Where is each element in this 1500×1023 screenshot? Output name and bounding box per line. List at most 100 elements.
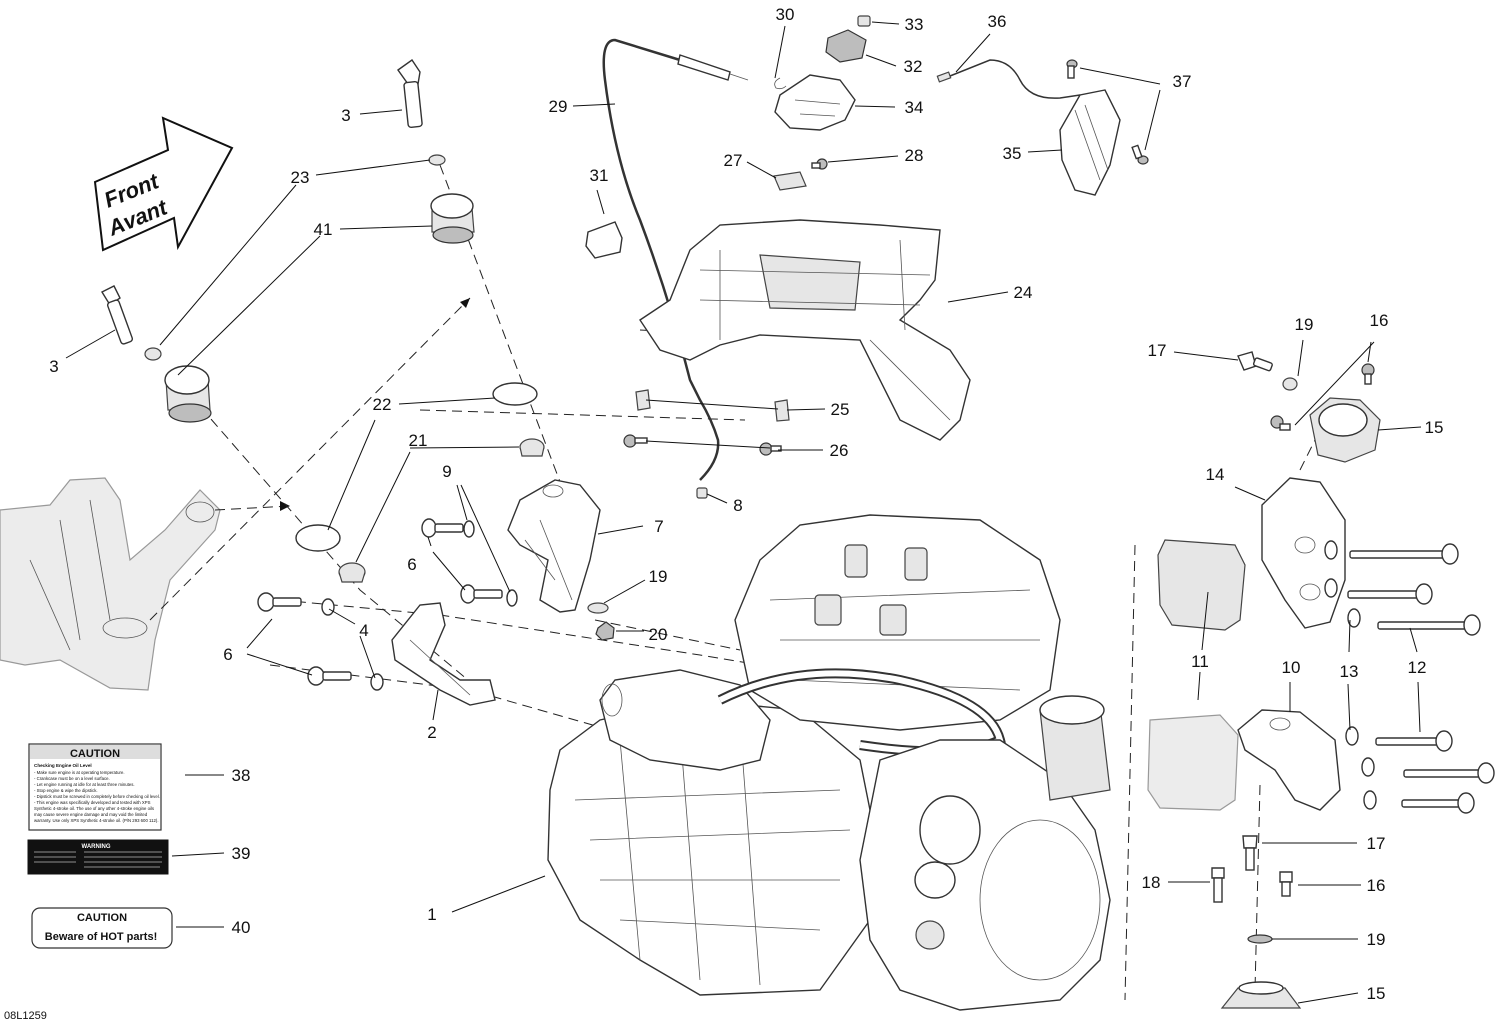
engine-assembly (547, 514, 1111, 1011)
callout-19-middle: 19 (649, 567, 668, 586)
engine-support-bracket (0, 477, 221, 691)
plate-27 (773, 171, 807, 191)
bolt-3-top (397, 59, 423, 129)
bracket-14 (1261, 477, 1346, 629)
sensor-cable-29 (602, 38, 749, 499)
washer-23 (428, 154, 446, 166)
bracket-35 (1059, 89, 1121, 196)
caution-title: CAUTION (70, 748, 120, 760)
caution-heading: Checking Engine Oil Level (34, 763, 92, 768)
caution-line: - Crankcase must be on a level surface. (34, 776, 110, 781)
hot-caution-text: Beware of HOT parts! (45, 931, 157, 943)
callout-8: 8 (733, 496, 742, 515)
callout-12: 12 (1408, 658, 1427, 677)
callout-40: 40 (232, 918, 251, 937)
spacer-21 (519, 438, 545, 457)
callout-13: 13 (1340, 662, 1359, 681)
washer-19 (587, 602, 609, 614)
callout-35: 35 (1003, 144, 1022, 163)
caution-line: - Dipstick must be screwed in completely… (34, 794, 160, 799)
callout-numbers: 1 2 3 3 4 6 6 6 7 8 9 10 11 11 12 12 13 … (49, 5, 1443, 1003)
callout-16-upper: 16 (1370, 311, 1389, 330)
mounting-bracket-7 (507, 479, 601, 613)
callout-9: 9 (442, 462, 451, 481)
callout-21: 21 (409, 431, 428, 450)
callout-7: 7 (654, 517, 663, 536)
callout-15-lower: 15 (1367, 984, 1386, 1003)
bolt-16-lower (1279, 871, 1293, 897)
spacer-block-11-upper (1157, 539, 1246, 631)
callout-1: 1 (427, 905, 436, 924)
callout-16-lower: 16 (1367, 876, 1386, 895)
callout-20: 20 (649, 625, 668, 644)
bolt-6-upper (421, 518, 464, 538)
callout-19-lower: 19 (1367, 930, 1386, 949)
decal-40-hot-parts: CAUTION Beware of HOT parts! (31, 907, 173, 949)
decal-38-caution: CAUTION Checking Engine Oil Level - Make… (28, 743, 162, 831)
bolt-17-lower (1242, 835, 1258, 871)
clip-25-right (774, 399, 790, 422)
drawing-code: 08L1259 (4, 1010, 47, 1022)
nut-26-right (759, 442, 782, 456)
caution-line: may cause severe engine damage and may v… (34, 812, 148, 817)
callout-34: 34 (905, 98, 924, 117)
caution-line: - This engine was specifically developed… (34, 800, 151, 805)
sensor-32 (825, 29, 867, 63)
decal-39-warning: WARNING (27, 839, 169, 875)
grommet-33 (857, 15, 871, 27)
nut-26-left (623, 434, 648, 448)
caution-line: - Let engine running at idle for at leas… (34, 782, 135, 787)
washers-13 (1324, 540, 1377, 810)
callout-32: 32 (904, 57, 923, 76)
callout-3-left: 3 (49, 357, 58, 376)
hot-caution-title: CAUTION (77, 912, 127, 924)
callout-29: 29 (549, 97, 568, 116)
rubber-mount-15-lower (1220, 981, 1302, 1009)
callout-31: 31 (590, 166, 609, 185)
oil-filter (1039, 695, 1111, 801)
leader-lines (65, 21, 1422, 1004)
callout-18: 18 (1142, 873, 1161, 892)
callout-19-upper: 19 (1295, 315, 1314, 334)
callout-15-upper: 15 (1425, 418, 1444, 437)
callout-30: 30 (776, 5, 795, 24)
callout-38: 38 (232, 766, 251, 785)
callout-22: 22 (373, 395, 392, 414)
screw-37-upper (1066, 59, 1078, 79)
front-direction-arrow: Front Avant (93, 116, 234, 252)
washer-9-upper (463, 520, 475, 538)
nut-20 (595, 621, 615, 641)
bolt-3-left (101, 285, 134, 345)
bracket-10 (1237, 709, 1341, 811)
callout-41: 41 (314, 220, 333, 239)
callout-11: 11 (1191, 652, 1209, 671)
washer-22 (492, 382, 538, 406)
washer-19-lower (1247, 934, 1273, 944)
bolt-6-lower-b (307, 666, 352, 686)
caution-line: - Stop engine & wipe the dipstick. (34, 788, 98, 793)
water-pump (914, 795, 981, 950)
callout-24: 24 (1014, 283, 1033, 302)
spacer-21-lower (338, 562, 366, 583)
callout-2: 2 (427, 723, 436, 742)
rubber-mount-15-upper (1309, 397, 1381, 463)
bracket-2 (391, 602, 496, 706)
callout-3-top: 3 (341, 106, 350, 125)
washer-19-upper (1282, 377, 1298, 391)
callout-14: 14 (1206, 465, 1225, 484)
spacer-block-11-lower (1147, 714, 1239, 811)
warning-title: WARNING (82, 844, 111, 850)
harness-tray-24 (639, 219, 971, 441)
screw-37-lower (1131, 144, 1149, 165)
rubber-mount-41 (430, 193, 475, 244)
callout-39: 39 (232, 844, 251, 863)
callout-36: 36 (988, 12, 1007, 31)
caution-line: warranty. Use only XPS Synthetic 4-strok… (34, 818, 159, 823)
caution-lines: - Make sure engine is at operating tempe… (34, 770, 160, 823)
bolt-12-row (1347, 543, 1495, 814)
bolt-18 (1211, 867, 1225, 903)
callout-10: 10 (1282, 658, 1301, 677)
washer-22-lower (295, 524, 341, 552)
sensor-housing-34 (774, 74, 856, 131)
